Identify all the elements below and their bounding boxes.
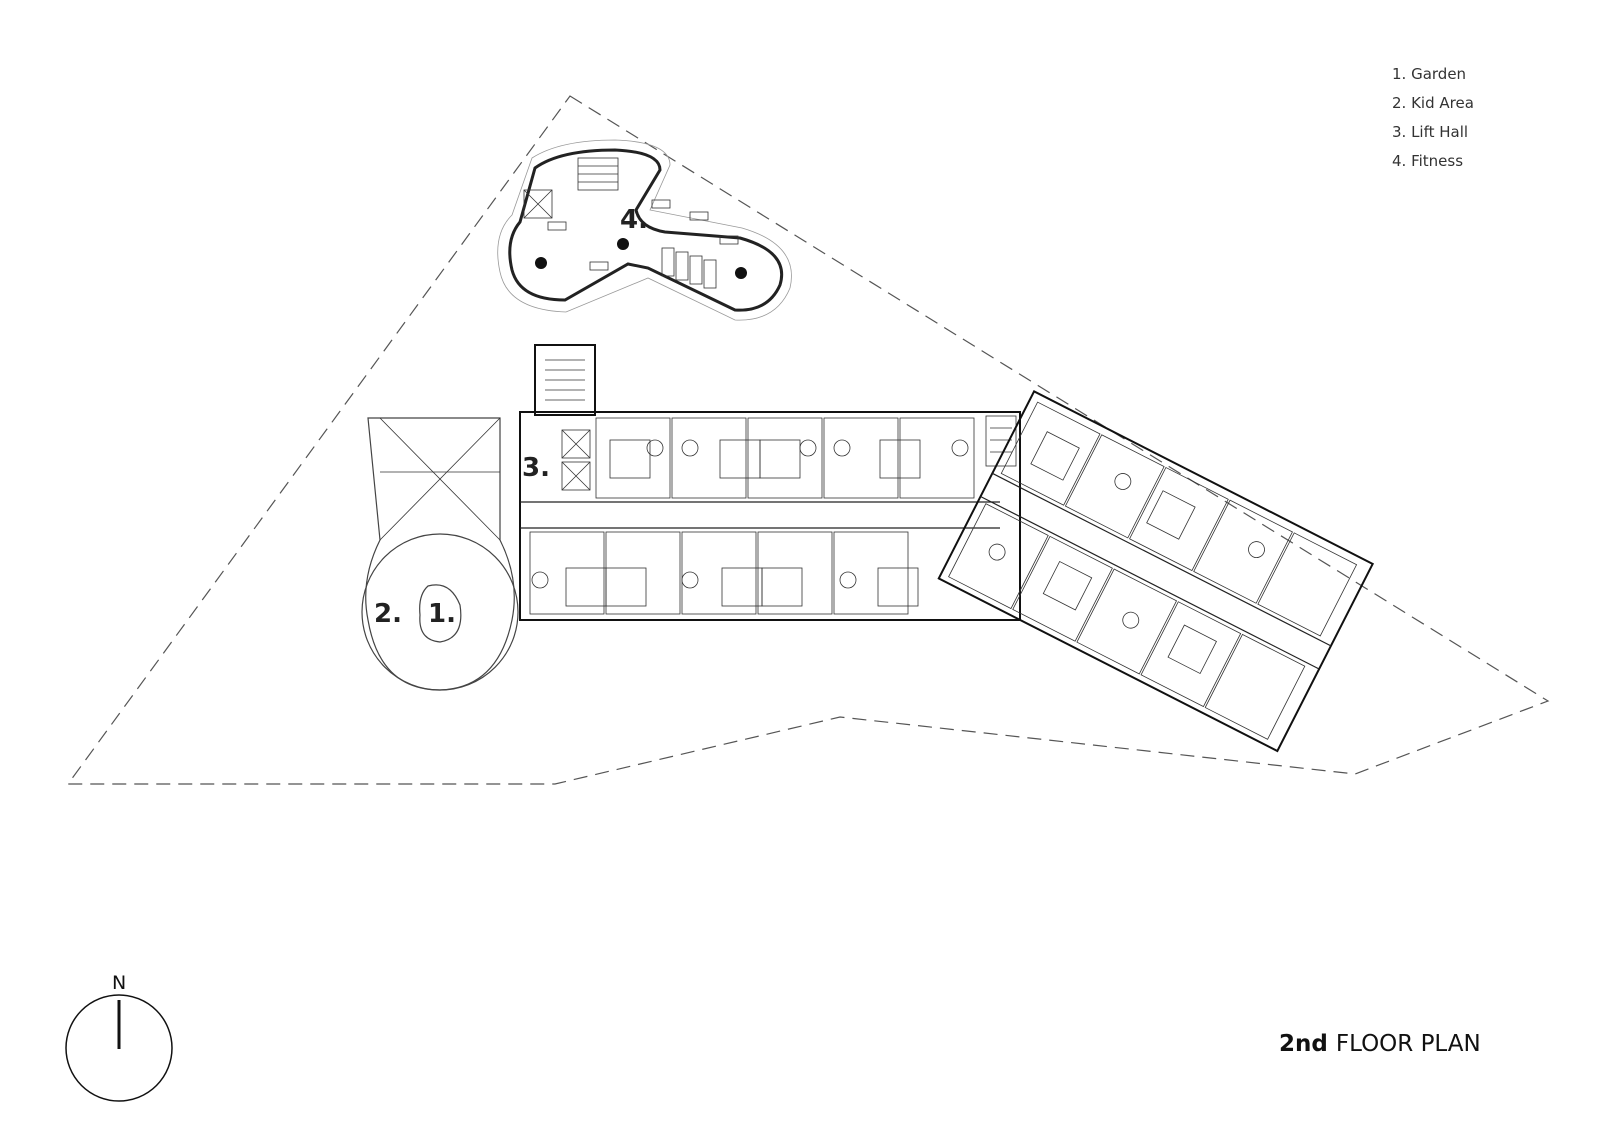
legend-item-garden: 1. Garden: [1392, 65, 1467, 83]
label-fitness: 4.: [620, 205, 648, 235]
north-label: N: [112, 972, 126, 994]
kid-area-garden-zone: [361, 417, 519, 691]
north-compass: N: [65, 972, 173, 1102]
legend: 1. Garden 2. Kid Area 3. Lift Hall 4. Fi…: [1392, 60, 1474, 176]
stair-core: [534, 344, 596, 416]
label-kid-area: 2.: [374, 599, 402, 629]
floor-level: 2nd: [1279, 1031, 1328, 1057]
legend-item-fitness: 4. Fitness: [1392, 152, 1464, 170]
fitness-pavilion: [497, 139, 792, 321]
drawing-title: 2nd FLOOR PLAN: [1279, 1031, 1481, 1057]
label-lift-hall: 3.: [522, 453, 550, 483]
legend-item-lift-hall: 3. Lift Hall: [1392, 123, 1469, 141]
label-garden: 1.: [428, 599, 456, 629]
east-wing: [937, 390, 1375, 753]
site-boundary: [66, 95, 1550, 785]
legend-item-kid-area: 2. Kid Area: [1392, 94, 1474, 112]
main-wing: [519, 411, 1021, 621]
drawing-name: FLOOR PLAN: [1335, 1031, 1481, 1057]
